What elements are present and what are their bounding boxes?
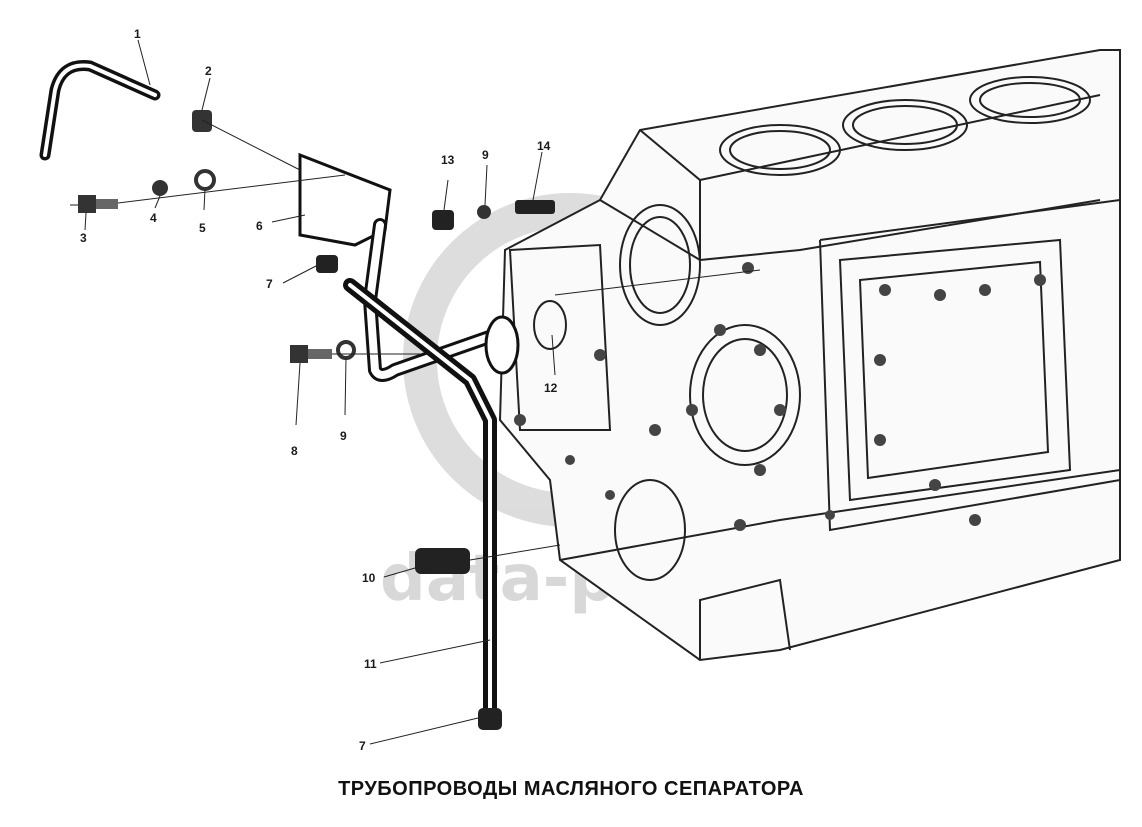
callout-3: 3 — [80, 231, 87, 245]
washer-5 — [194, 169, 216, 191]
oil-pipe — [343, 218, 502, 727]
callout-11: 11 — [364, 657, 377, 671]
nut-13 — [432, 210, 454, 230]
callout-9: 9 — [340, 429, 347, 443]
clip-10 — [415, 548, 470, 574]
diagram-caption: ТРУБОПРОВОДЫ МАСЛЯНОГО СЕПАРАТОРА — [338, 778, 804, 800]
nut-7b — [478, 708, 502, 730]
callout-5: 5 — [199, 221, 206, 235]
washer-9 — [336, 340, 356, 360]
callout-7b: 7 — [359, 739, 366, 753]
callout-6: 6 — [256, 219, 263, 233]
flange-12 — [484, 315, 520, 375]
nut-7 — [316, 255, 338, 273]
callout-8: 8 — [291, 444, 298, 458]
callout-4: 4 — [150, 211, 157, 225]
callout-1: 1 — [134, 27, 141, 41]
callout-2: 2 — [205, 64, 212, 78]
washer-9b — [477, 205, 491, 219]
callout-13: 13 — [441, 153, 455, 167]
hose-1 — [39, 60, 161, 161]
bolt-3 — [78, 195, 118, 213]
callout-10: 10 — [362, 571, 376, 585]
bolt-8 — [290, 345, 332, 363]
callout-9b: 9 — [482, 148, 489, 162]
callout-12: 12 — [544, 381, 558, 395]
callout-7: 7 — [266, 277, 273, 291]
callout-14: 14 — [537, 139, 551, 153]
block-bolts — [514, 262, 1046, 531]
leader-lines — [70, 39, 761, 745]
washer-4 — [152, 180, 168, 196]
engine-block — [498, 49, 1121, 662]
clamp-2 — [192, 110, 212, 132]
fitting-14 — [515, 200, 555, 214]
